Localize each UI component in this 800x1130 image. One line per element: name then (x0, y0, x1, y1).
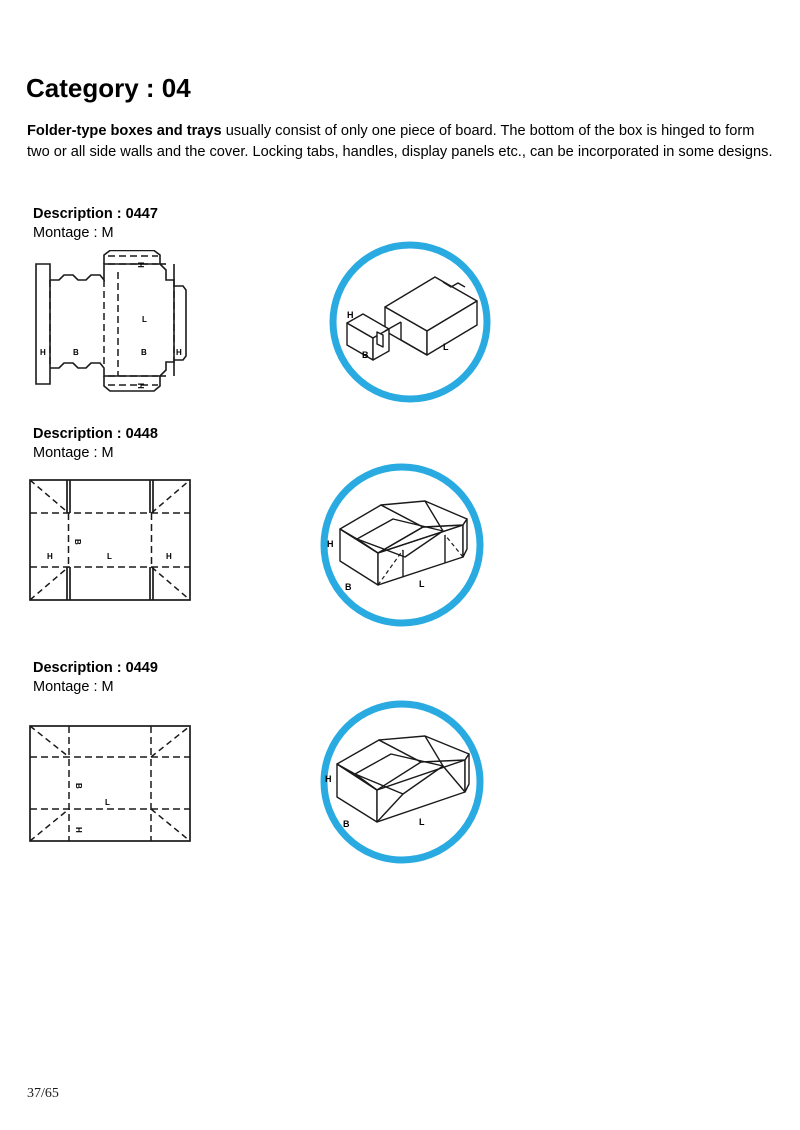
persp-label-h: H (325, 774, 332, 784)
item-header-0448: Description : 0448 Montage : M (33, 425, 158, 463)
flat-label-h-top: H (136, 262, 145, 268)
flat-label-l: L (107, 552, 112, 561)
persp-label-b: B (345, 582, 352, 592)
flat-label-b: B (74, 783, 83, 789)
accent-ring (320, 700, 484, 864)
flat-label-h: H (74, 827, 83, 833)
dieline-svg-0447: H B B H L H H (35, 250, 187, 392)
perspective-svg-0449: H B L (320, 700, 484, 864)
dieline-drawing-0449: B L H (25, 721, 195, 846)
perspective-svg-0447: H B L (329, 241, 491, 403)
perspective-drawing-0447: H B L (325, 235, 495, 410)
dieline-drawing-0447: H B B H L H H (28, 250, 208, 400)
persp-label-b: B (362, 350, 369, 360)
intro-paragraph: Folder-type boxes and trays usually cons… (27, 121, 775, 162)
item-header-0447: Description : 0447 Montage : M (33, 205, 158, 243)
intro-body-text: usually consist of only one piece of boa… (27, 123, 773, 160)
perspective-drawing-0448: H B L (315, 457, 490, 637)
dieline-svg-0449: B L H (29, 725, 191, 842)
intro-bold-lead: Folder-type boxes and trays (27, 123, 222, 139)
flat-label-h-bottom: H (136, 383, 145, 389)
montage-label: Montage : M (33, 445, 114, 461)
perspective-drawing-0449: H B L (315, 694, 490, 874)
persp-label-h: H (327, 539, 334, 549)
perspective-svg-0448: H B L (320, 463, 484, 627)
flat-label-l: L (142, 315, 147, 324)
description-label: Description : 0449 (33, 660, 158, 676)
dieline-drawing-0448: H H L B (25, 475, 195, 605)
persp-label-l: L (419, 817, 425, 827)
description-label: Description : 0447 (33, 206, 158, 222)
flat-label-b: B (73, 539, 82, 545)
page-title: Category : 04 (26, 73, 191, 103)
montage-label: Montage : M (33, 225, 114, 241)
accent-ring (320, 463, 484, 627)
flat-label-h-left: H (47, 552, 53, 561)
dieline-svg-0448: H H L B (29, 479, 191, 601)
persp-label-b: B (343, 819, 350, 829)
flat-label-h-right: H (176, 348, 182, 357)
page-number: 37/65 (27, 1086, 59, 1101)
persp-label-l: L (419, 579, 425, 589)
flat-label-b-left: B (73, 348, 79, 357)
persp-label-l: L (443, 342, 449, 352)
description-label: Description : 0448 (33, 426, 158, 442)
flat-label-b-right: B (141, 348, 147, 357)
persp-label-h: H (347, 310, 354, 320)
flat-label-h-right: H (166, 552, 172, 561)
item-header-0449: Description : 0449 Montage : M (33, 659, 158, 697)
flat-label-h-left: H (40, 348, 46, 357)
flat-label-l: L (105, 798, 110, 807)
montage-label: Montage : M (33, 679, 114, 695)
accent-ring (329, 241, 491, 403)
